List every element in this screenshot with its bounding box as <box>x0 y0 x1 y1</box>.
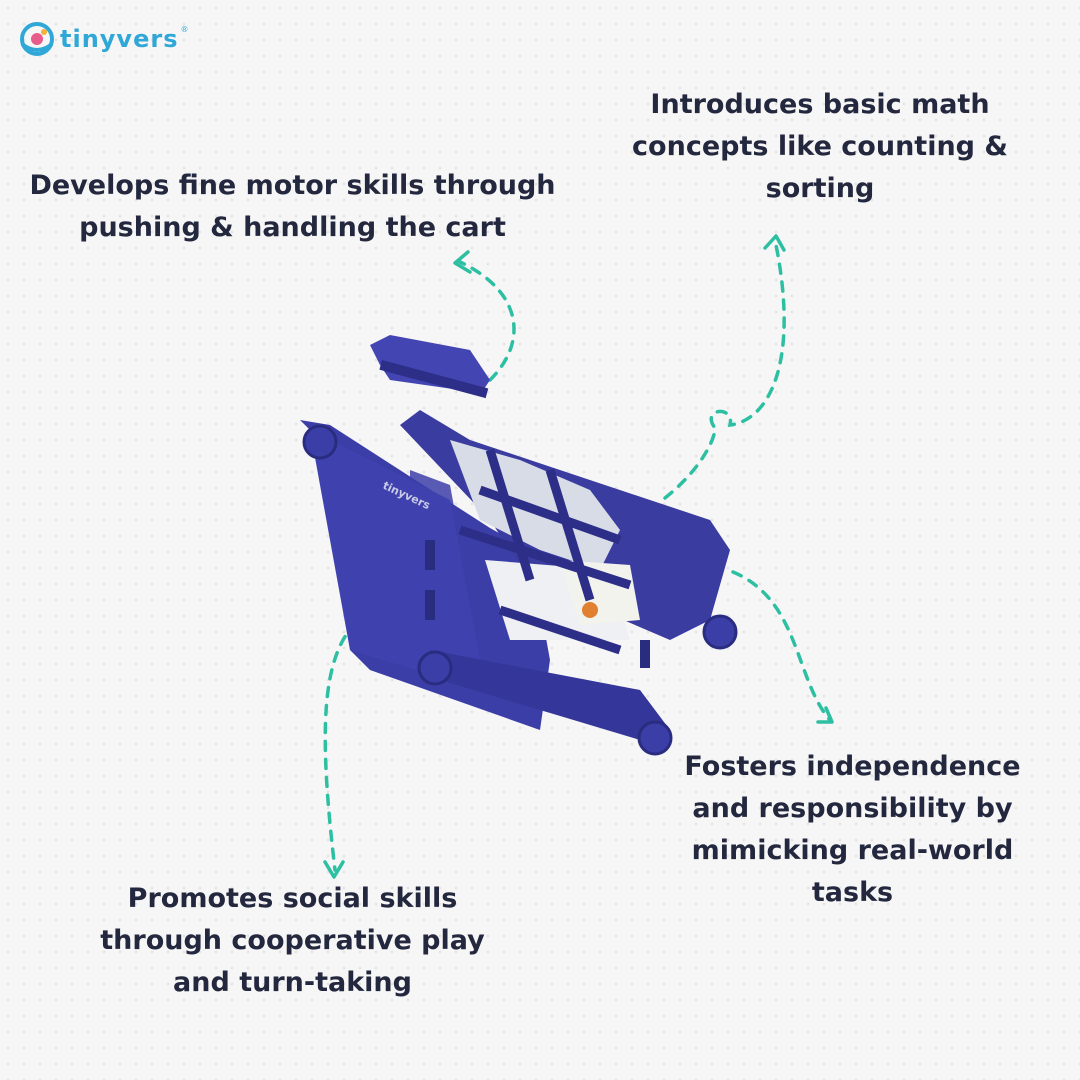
arrowhead-math <box>763 234 786 252</box>
shopping-cart-image: tinyvers <box>300 335 738 756</box>
arrowhead-motor <box>453 250 472 274</box>
arrowhead-social <box>323 860 345 879</box>
wheel-front-left <box>302 424 338 460</box>
cart-handle <box>370 335 490 395</box>
feature-social-caption: Promotes social skills through cooperati… <box>100 883 485 998</box>
logo-text: tinyvers <box>60 25 179 53</box>
arrow-to-independence <box>731 570 832 722</box>
wheel-front-right <box>702 614 738 650</box>
feature-independence-caption: Fosters independence and responsibility … <box>684 751 1021 908</box>
arrow-to-social <box>323 600 407 872</box>
wheel-rear-right <box>637 720 673 756</box>
logo-icon <box>20 22 54 56</box>
arrowhead-independence <box>816 706 834 724</box>
arrow-to-motor <box>458 260 516 382</box>
wheel-rear-left <box>417 650 453 686</box>
feature-math-caption: Introduces basic math concepts like coun… <box>632 89 1008 204</box>
arrow-to-math <box>663 238 786 500</box>
registered-mark: ® <box>180 24 189 34</box>
feature-motor-caption: Develops fine motor skills through pushi… <box>29 170 556 243</box>
brand-logo: tinyvers ® <box>20 22 192 56</box>
